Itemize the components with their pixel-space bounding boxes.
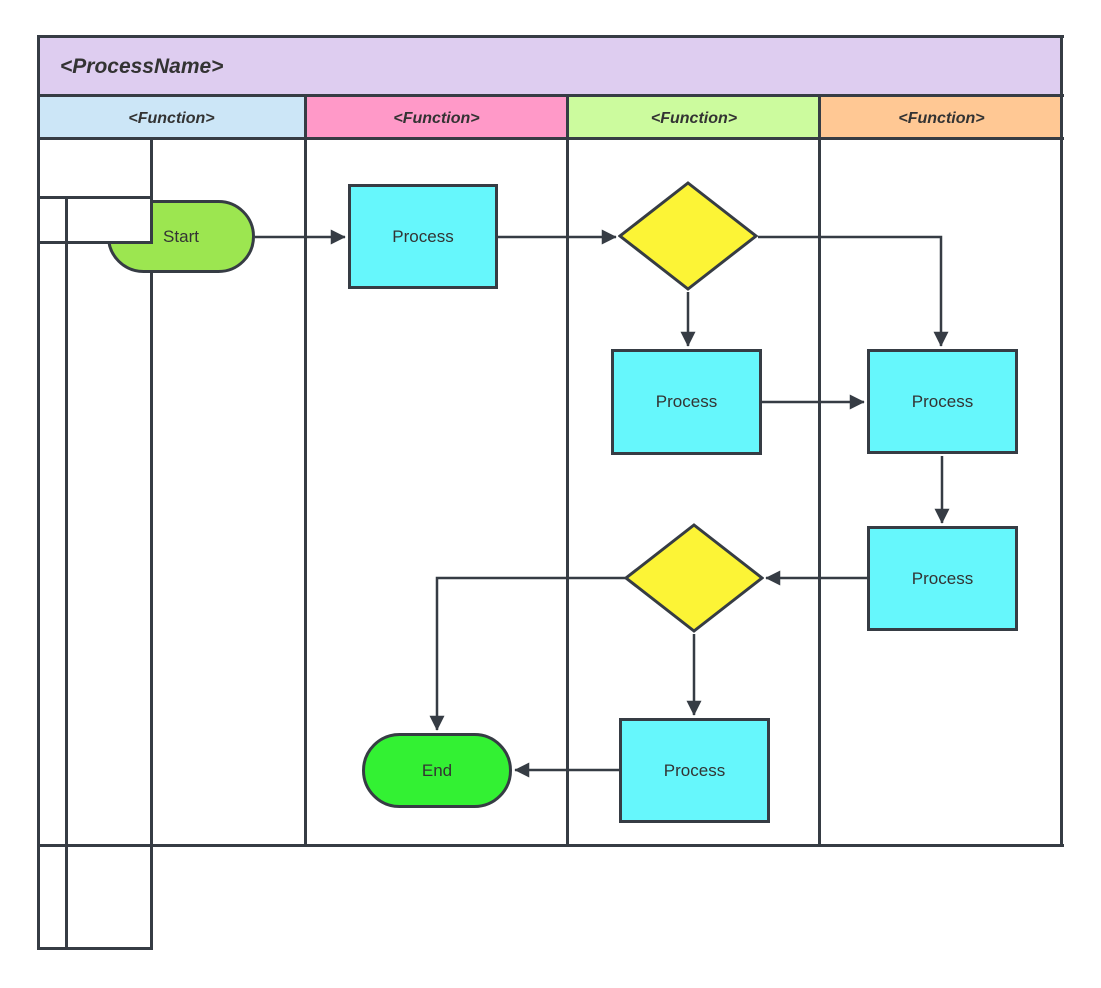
grid-line	[150, 244, 153, 950]
strip-cell	[40, 199, 65, 241]
grid-line	[37, 196, 153, 199]
grid-line	[37, 94, 1064, 97]
process-node-4: Process	[867, 526, 1018, 631]
lane-header-4: <Function>	[820, 97, 1063, 140]
end-node: End	[362, 733, 512, 808]
lane-header-2: <Function>	[305, 97, 568, 140]
strip-cell	[68, 199, 150, 241]
lane-divider	[818, 97, 821, 847]
strip-cell	[40, 140, 150, 196]
grid-line	[37, 35, 1064, 38]
process-node-3: Process	[867, 349, 1018, 454]
grid-line	[37, 947, 153, 950]
process-node-5: Process	[619, 718, 770, 823]
diamond-shape	[618, 181, 758, 291]
decision-node-2	[624, 523, 764, 633]
process-title-bar: <ProcessName>	[38, 36, 1063, 97]
process-node-2: Process	[611, 349, 762, 455]
grid-line	[1060, 35, 1063, 847]
lane-header-1: <Function>	[38, 97, 305, 140]
diamond-shape	[624, 523, 764, 633]
grid-line	[37, 241, 153, 244]
connector	[758, 235, 949, 347]
process-node-1: Process	[348, 184, 498, 289]
decision-node-1	[618, 181, 758, 291]
grid-line	[65, 196, 68, 950]
grid-line	[37, 137, 1064, 140]
grid-line	[37, 844, 1064, 847]
lane-divider	[304, 97, 307, 847]
lane-divider	[566, 97, 569, 847]
lane-header-3: <Function>	[568, 97, 820, 140]
grid-line	[37, 35, 40, 950]
grid-line	[150, 137, 153, 244]
connector	[429, 576, 626, 731]
